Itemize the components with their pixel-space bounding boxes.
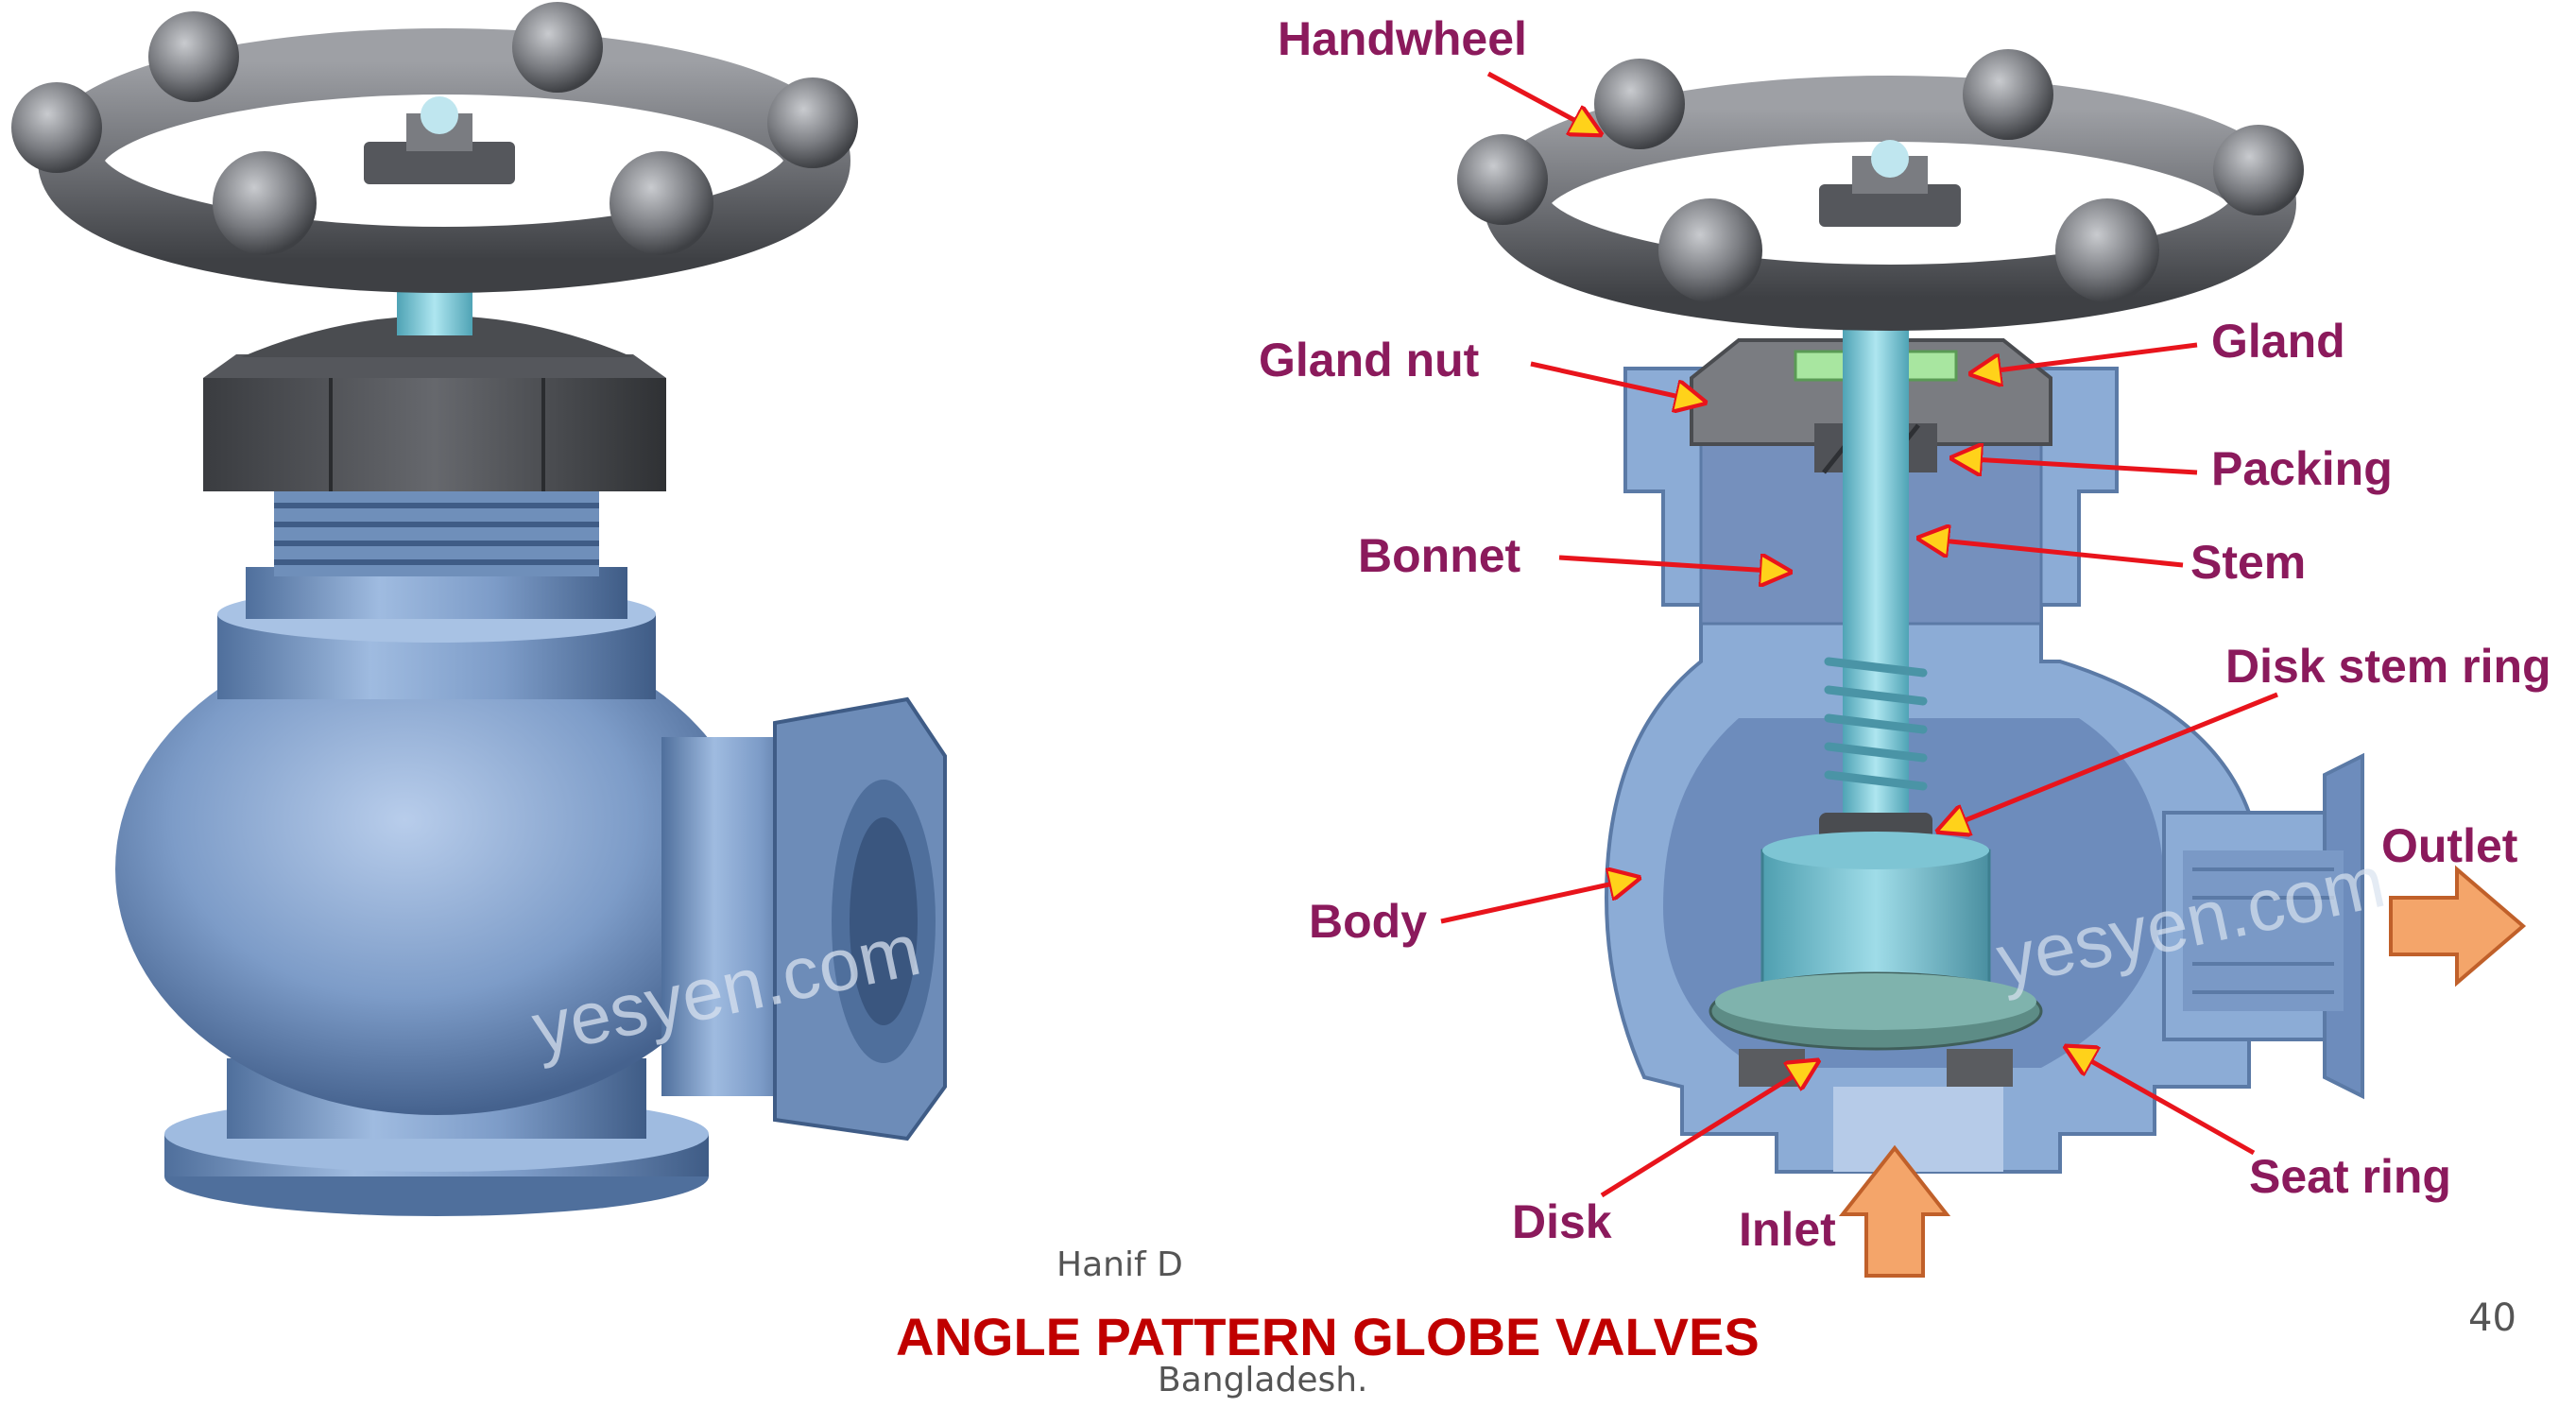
label-inlet: Inlet (1739, 1203, 1836, 1256)
arrow-handwheel (1486, 71, 1597, 132)
footer-country: Bangladesh. (1158, 1361, 1368, 1399)
arrow-bonnet (1558, 558, 1786, 572)
inlet-flow-arrow (1838, 1144, 1951, 1278)
label-gland-nut: Gland nut (1259, 334, 1480, 386)
label-bonnet: Bonnet (1358, 529, 1521, 582)
footer-author: Hanif D (1056, 1245, 1183, 1284)
label-body: Body (1309, 895, 1427, 948)
leader-arrows (1440, 71, 2278, 1198)
label-gland: Gland (2211, 315, 2345, 368)
label-seat-ring: Seat ring (2249, 1150, 2451, 1203)
valve-exterior: yesyen.com (11, 2, 947, 1216)
label-handwheel: Handwheel (1278, 12, 1527, 65)
slide-title: ANGLE PATTERN GLOBE VALVES (896, 1307, 1760, 1366)
outlet-flow-arrow (2389, 865, 2527, 987)
page-number: 40 (2468, 1296, 2516, 1340)
label-outlet: Outlet (2381, 819, 2518, 872)
label-disk: Disk (1512, 1195, 1612, 1248)
arrow-gland-nut (1530, 361, 1701, 402)
arrow-disk-stem-ring (1942, 692, 2278, 830)
valve-cutaway: yesyen.com (1457, 49, 2392, 1174)
arrow-packing (1956, 458, 2198, 472)
arrow-gland (1975, 342, 2198, 373)
arrow-disk (1600, 1063, 1814, 1198)
part-labels: Handwheel Gland nut Gland Packing Bonnet… (1259, 12, 2551, 1256)
label-stem: Stem (2190, 536, 2306, 589)
label-packing: Packing (2211, 442, 2393, 495)
arrow-seat-ring (2069, 1049, 2256, 1156)
arrow-stem (1923, 539, 2184, 568)
label-disk-stem-ring: Disk stem ring (2225, 640, 2551, 693)
arrow-body (1440, 879, 1635, 924)
